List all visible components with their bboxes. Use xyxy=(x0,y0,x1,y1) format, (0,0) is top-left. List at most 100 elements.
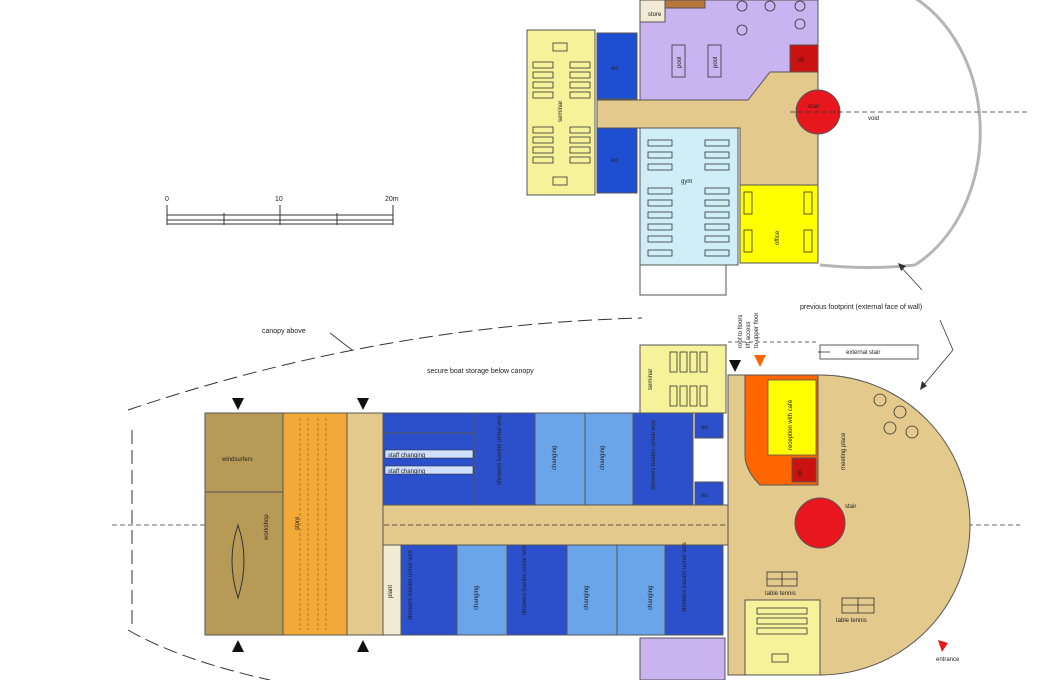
table-tennis-2-label: table tennis xyxy=(836,618,867,624)
meeting-place-label: meeting place xyxy=(841,432,847,470)
showers-top-left-label: showers basins urinal wcs xyxy=(497,415,503,485)
ground-west-strip xyxy=(346,412,384,636)
scale-label-0: 0 xyxy=(165,196,169,203)
table-tennis-1 xyxy=(766,571,798,587)
ground-store-label: store xyxy=(295,516,301,530)
upper-stair-label: stair xyxy=(808,104,819,110)
ground-seminar-label: seminar xyxy=(648,369,654,390)
workshop xyxy=(204,412,284,636)
ground-wc-1 xyxy=(694,412,724,439)
canopy-above-label: canopy above xyxy=(262,328,306,335)
external-stair-label: external stair xyxy=(846,350,880,356)
changing-bottom-2-label: changing xyxy=(584,586,590,610)
store-racks xyxy=(299,418,327,630)
pool-feature xyxy=(664,0,706,9)
previous-footprint-label: previous footprint (external face of wal… xyxy=(800,304,922,311)
footprint-arrow-2 xyxy=(920,381,927,390)
upper-bottom-annex xyxy=(639,264,727,296)
reception-label: reception with café xyxy=(788,399,794,450)
boat-outline xyxy=(231,523,245,600)
pool-lane-1 xyxy=(671,44,686,78)
showers-bottom-2 xyxy=(506,544,568,636)
upper-wc-top-label: wc xyxy=(610,66,618,72)
vertical-note-3: to upper floor xyxy=(754,313,760,348)
showers-top-right-label: showers basins urinal wcs xyxy=(651,420,657,490)
ground-bottom-seminar-desks xyxy=(756,607,808,663)
ground-seminar-room xyxy=(639,344,727,414)
upper-store-room xyxy=(639,0,666,23)
table-tennis-2 xyxy=(841,597,875,614)
upper-seminar-label: seminar xyxy=(558,101,564,122)
reception-counter xyxy=(767,379,817,456)
showers-top-right xyxy=(632,412,694,506)
ground-wc-1-label: wc xyxy=(700,425,708,431)
scale-label-10: 10 xyxy=(275,196,283,203)
entrance-arrow xyxy=(938,640,948,652)
plant-label: plant xyxy=(388,585,394,598)
canopy-outline-bottom xyxy=(127,629,271,681)
gym-label: gym xyxy=(681,179,692,185)
staff-changing-bench-1 xyxy=(384,449,474,459)
ground-stair xyxy=(794,497,846,549)
staff-changing-bench-2 xyxy=(384,465,474,475)
upper-lift-label: lift xyxy=(798,58,804,64)
ground-seminar-desks xyxy=(669,351,708,407)
orange-entry-arrow xyxy=(754,355,766,367)
office-label: office xyxy=(775,230,781,245)
changing-top-1 xyxy=(534,412,586,506)
showers-bottom-2-label: showers basins urinal wcs xyxy=(522,545,528,615)
windsurfers-label: windsurfers xyxy=(221,457,253,463)
changing-bottom-3-label: changing xyxy=(648,586,654,610)
changing-top-2-label: changing xyxy=(600,446,606,470)
ground-lift xyxy=(791,457,817,483)
ground-cafe-tables xyxy=(873,393,919,439)
ground-wc-2 xyxy=(694,481,724,506)
showers-bottom-3 xyxy=(664,544,724,636)
showers-bottom-1 xyxy=(400,544,458,636)
previous-footprint-line xyxy=(914,0,982,267)
showers-top-left xyxy=(474,412,536,506)
footprint-leader-3 xyxy=(921,349,954,388)
upper-lift xyxy=(789,44,819,74)
pool-label-1: pool xyxy=(677,57,683,68)
footprint-leader-1 xyxy=(899,265,923,291)
changing-bottom-3 xyxy=(616,544,666,636)
upper-seminar-desks xyxy=(532,42,591,186)
table-tennis-1-label: table tennis xyxy=(765,591,796,597)
staff-changing-store xyxy=(382,412,476,434)
upper-wc-bottom-label: wc xyxy=(610,158,618,164)
upper-wc-top xyxy=(596,32,638,100)
changing-bottom-1-label: changing xyxy=(474,586,480,610)
showers-bottom-3-label: showers basins urinal wcs xyxy=(682,542,688,612)
void-label: void xyxy=(868,116,879,122)
gym xyxy=(639,127,739,266)
staff-changing-label-2: staff changing xyxy=(388,469,425,475)
pool-lane-2 xyxy=(707,44,722,78)
ground-stair-label: stair xyxy=(845,504,856,510)
office xyxy=(739,184,819,264)
secure-storage-label: secure boat storage below canopy xyxy=(427,368,534,375)
scale-label-20: 20m xyxy=(385,196,399,203)
workshop-label: workshop xyxy=(264,514,270,541)
vertical-note-2: lift access xyxy=(746,322,752,348)
showers-bottom-1-label: showers basins urinal wcs xyxy=(408,550,414,620)
previous-footprint-line-bottom xyxy=(819,263,916,269)
footprint-arrow-1 xyxy=(898,263,906,271)
changing-bottom-1 xyxy=(456,544,508,636)
ground-bottom-seminar xyxy=(744,599,821,676)
changing-bottom-2 xyxy=(566,544,618,636)
gym-equipment xyxy=(647,139,730,257)
access-arrows xyxy=(232,360,741,652)
changing-top-1-label: changing xyxy=(552,446,558,470)
ground-store xyxy=(282,412,348,636)
ground-bottom-annex xyxy=(639,637,726,681)
footprint-leader-2 xyxy=(939,319,954,351)
pool-label-2: pool xyxy=(713,57,719,68)
ground-wc-2-label: wc xyxy=(700,493,708,499)
upper-store-label: store xyxy=(648,12,662,18)
changing-top-2 xyxy=(584,412,634,506)
office-desks xyxy=(743,191,813,253)
upper-seminar-room xyxy=(526,29,596,196)
